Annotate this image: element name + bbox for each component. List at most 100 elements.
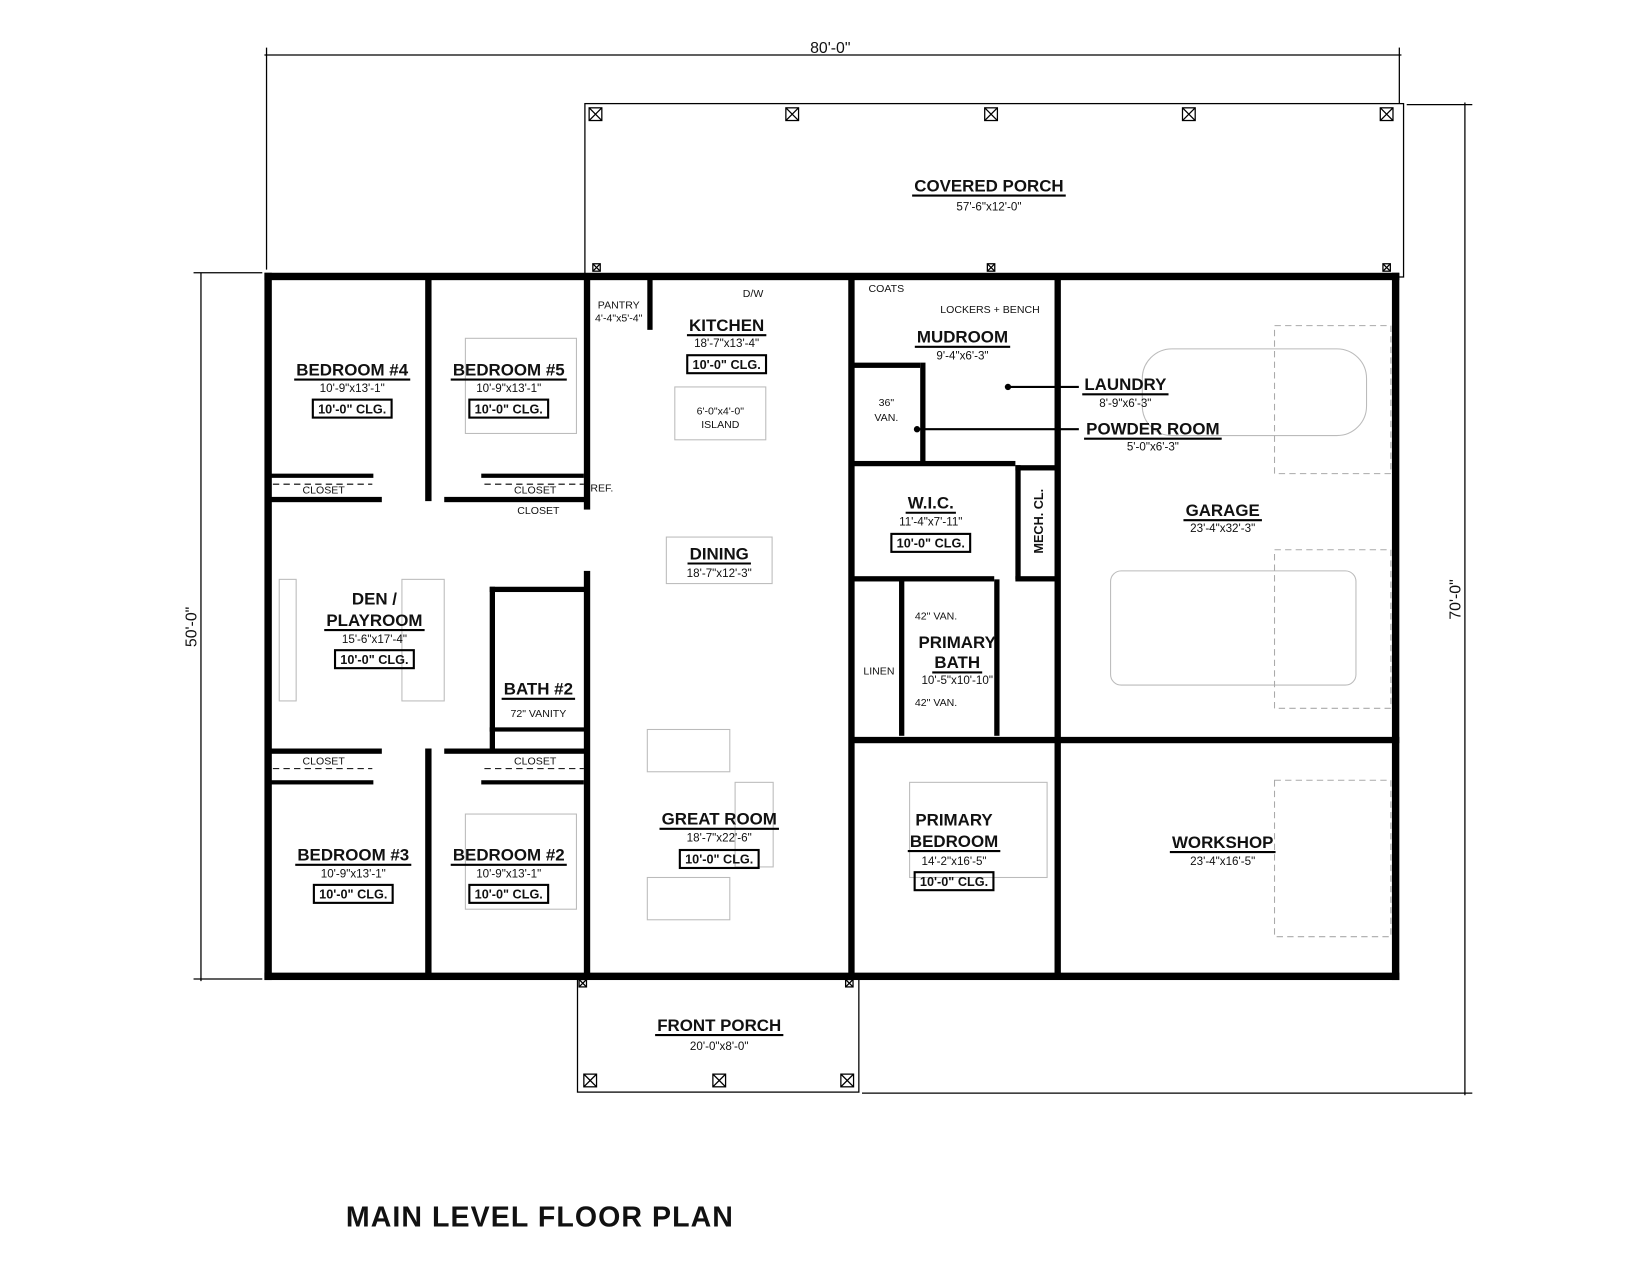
- porch-post-mark: [592, 263, 601, 272]
- den-label: DEN /: [352, 590, 397, 609]
- bedroom4-ceiling: 10'-0" CLG.: [318, 402, 386, 416]
- primary-bedroom-label: PRIMARY: [915, 811, 992, 830]
- great-room-label: GREAT ROOM: [662, 810, 777, 829]
- overall-width-dimension: 80'-0": [810, 40, 850, 57]
- porch-posts: [578, 107, 1394, 1088]
- kitchen-size: 18'-7"x13'-4": [694, 337, 759, 350]
- overall-depth-dimension: 70'-0": [1448, 579, 1465, 619]
- den-size: 15'-6"x17'-4": [342, 633, 407, 646]
- workshop-label: WORKSHOP: [1172, 833, 1273, 852]
- kitchen-ceiling-box: [686, 354, 768, 375]
- bedroom3-ceiling-box: [312, 883, 394, 904]
- porch-post-mark: [840, 1073, 855, 1088]
- coats-label: COATS: [869, 283, 905, 295]
- closet-label: CLOSET: [514, 755, 557, 767]
- mudroom-size: 9'-4"x6'-3": [936, 349, 988, 362]
- powder-leader-dot: [913, 426, 921, 433]
- great-room-ceiling: 10'-0" CLG.: [685, 853, 753, 867]
- refrigerator-label: REF.: [590, 483, 613, 495]
- powder-vanity-label: VAN.: [874, 412, 898, 424]
- wic-ceiling: 10'-0" CLG.: [897, 537, 965, 551]
- laundry-leader-dot: [1004, 383, 1012, 391]
- bedroom5-label: BEDROOM #5: [453, 360, 565, 379]
- porch-post: [1382, 263, 1391, 272]
- island-size: 6'-0"x4'-0": [697, 405, 745, 417]
- porch-post: [1181, 107, 1196, 122]
- porch-post-mark: [984, 107, 998, 121]
- kitchen-label: KITCHEN: [689, 316, 764, 335]
- laundry-label: LAUNDRY: [1084, 375, 1166, 394]
- closet-label: CLOSET: [514, 485, 557, 497]
- house-depth-dimension: 50'-0": [184, 607, 201, 647]
- plan-title: MAIN LEVEL FLOOR PLAN: [346, 1201, 734, 1233]
- wic-label: W.I.C.: [908, 494, 954, 513]
- porch-post: [712, 1073, 727, 1088]
- bedroom4-size: 10'-9"x13'-1": [320, 382, 385, 395]
- bedroom4-ceiling-box: [311, 398, 393, 419]
- wic-size: 11'-4"x7'-11": [899, 515, 962, 528]
- bedroom2-ceiling: 10'-0" CLG.: [475, 888, 543, 902]
- porch-post: [592, 263, 601, 272]
- primary-bath-label: PRIMARY: [919, 633, 996, 652]
- bedroom5-size: 10'-9"x13'-1": [476, 382, 541, 395]
- bedroom3-label: BEDROOM #3: [297, 846, 409, 865]
- bedroom2-label: BEDROOM #2: [453, 846, 565, 865]
- porch-post-mark: [1379, 107, 1394, 121]
- workshop-size: 23'-4"x16'-5": [1190, 855, 1255, 868]
- bedroom5-ceiling: 10'-0" CLG.: [475, 402, 543, 416]
- powder-room-size: 5'-0"x6'-3": [1127, 440, 1179, 453]
- bedroom5-ceiling-box: [468, 398, 550, 419]
- den-label-line2: PLAYROOM: [326, 611, 422, 630]
- primary-bedroom-size: 14'-2"x16'-5": [922, 855, 987, 868]
- porch-post: [1379, 107, 1394, 122]
- porch-post: [840, 1073, 855, 1088]
- den-ceiling: 10'-0" CLG.: [340, 653, 408, 667]
- linen-label: LINEN: [863, 666, 894, 678]
- porch-post-mark: [712, 1073, 727, 1088]
- bedroom2-size: 10'-9"x13'-1": [476, 867, 541, 880]
- lockers-bench-label: LOCKERS + BENCH: [940, 304, 1040, 316]
- porch-post: [986, 263, 996, 272]
- furniture: [278, 325, 1392, 938]
- porch-post-mark: [845, 979, 854, 988]
- dishwasher-label: D/W: [743, 288, 764, 300]
- porch-post-mark: [1382, 263, 1391, 272]
- porch-post: [785, 107, 800, 122]
- dining-size: 18'-7"x12'-3": [687, 567, 752, 580]
- porch-post-mark: [588, 107, 603, 121]
- primary-bath-label-line2: BATH: [934, 653, 980, 672]
- great-room-size: 18'-7"x22'-6": [687, 832, 752, 845]
- porch-post-mark: [583, 1073, 597, 1088]
- closet-label: CLOSET: [517, 505, 560, 517]
- powder-vanity-size: 36": [879, 397, 895, 409]
- laundry-size: 8'-9"x6'-3": [1099, 397, 1151, 410]
- primary-vanity-1: 42" VAN.: [915, 611, 957, 623]
- pantry-size: 4'-4"x5'-4": [595, 312, 643, 324]
- primary-bedroom-ceiling-box: [913, 871, 995, 892]
- bedroom2-ceiling-box: [468, 883, 550, 904]
- primary-bedroom-label-line2: BEDROOM: [910, 832, 998, 851]
- island-label: ISLAND: [701, 419, 740, 431]
- closet-label: CLOSET: [303, 485, 346, 497]
- front-porch-label: FRONT PORCH: [657, 1016, 781, 1035]
- great-room-ceiling-box: [678, 848, 760, 870]
- closet-label: CLOSET: [303, 755, 346, 767]
- front-porch-size: 20'-0"x8'-0": [690, 1040, 749, 1053]
- bath2-vanity: 72" VANITY: [510, 708, 566, 720]
- bedroom3-size: 10'-9"x13'-1": [321, 867, 386, 880]
- covered-porch-size: 57'-6"x12'-0": [956, 200, 1021, 213]
- porch-post-mark: [986, 263, 996, 272]
- porch-post-mark: [785, 107, 800, 121]
- porch-post: [984, 107, 999, 122]
- bedroom3-ceiling: 10'-0" CLG.: [319, 888, 387, 902]
- porch-post-mark: [1182, 107, 1196, 121]
- dimension-lines: [193, 47, 1473, 1096]
- covered-porch-label: COVERED PORCH: [914, 176, 1063, 195]
- primary-vanity-2: 42" VAN.: [915, 697, 957, 709]
- dining-label: DINING: [690, 544, 749, 563]
- garage-label: GARAGE: [1186, 501, 1260, 520]
- closet-shelves: [272, 483, 584, 770]
- kitchen-ceiling: 10'-0" CLG.: [693, 358, 761, 372]
- porch-post: [583, 1073, 598, 1088]
